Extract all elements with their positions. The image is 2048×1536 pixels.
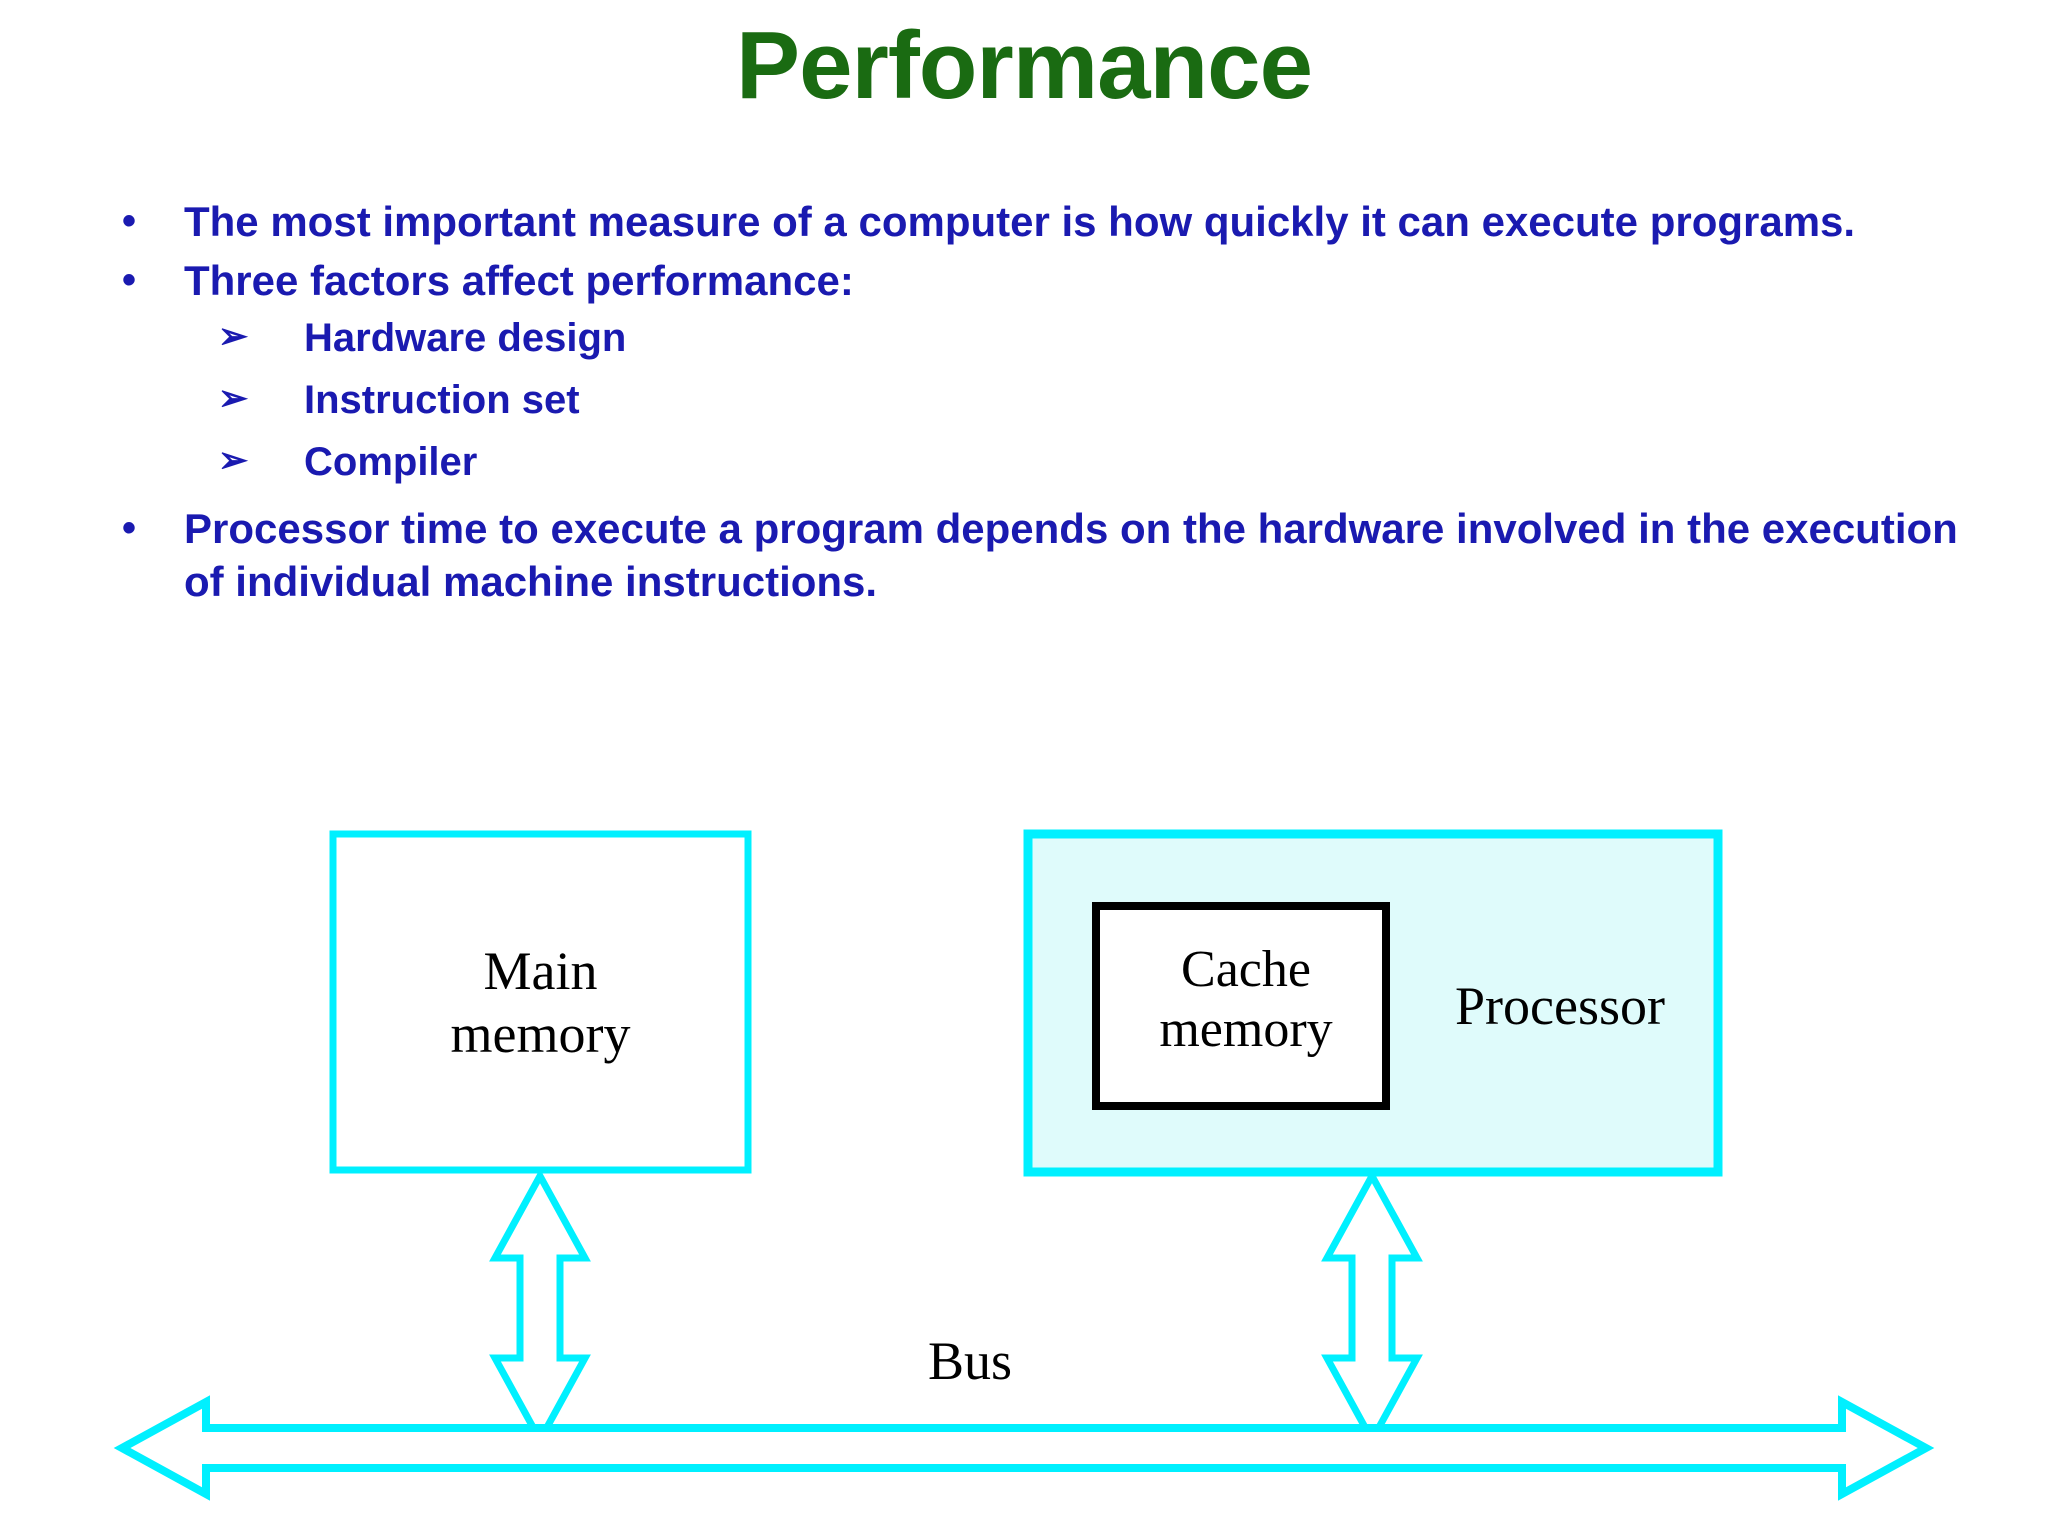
bus-label: Bus [927, 1331, 1013, 1391]
processor-label: Processor [1455, 976, 1665, 1036]
bullet-marker-arrow-icon: ➢ [218, 377, 249, 418]
main-memory-bus-arrow [489, 1168, 591, 1448]
list-item: ➢ Hardware design [108, 313, 1988, 363]
list-item: • Three factors affect performance: [108, 255, 1988, 308]
bullet-marker-dot: • [122, 199, 137, 243]
list-item: ➢ Instruction set [108, 375, 1988, 425]
bullet-marker-arrow-icon: ➢ [218, 439, 249, 480]
processor-bus-arrow [1321, 1168, 1423, 1448]
bus-arrow [113, 1395, 1935, 1501]
bullet-list: • The most important measure of a comput… [108, 196, 1988, 614]
bullet-text: Processor time to execute a program depe… [184, 505, 1958, 605]
list-item: • Processor time to execute a program de… [108, 503, 1988, 608]
bullet-text: Compiler [304, 440, 478, 484]
bullet-marker-dot: • [122, 257, 137, 302]
main-memory-label-line2: memory [450, 1003, 631, 1064]
bullet-marker-arrow-icon: ➢ [218, 315, 249, 356]
bullet-text: Hardware design [304, 316, 627, 360]
cache-memory-label-line2: memory [1159, 1001, 1333, 1059]
main-memory-label: Main memory [333, 940, 748, 1065]
cache-memory-label-line1: Cache [1181, 941, 1311, 998]
bullet-text: Three factors affect performance: [184, 256, 854, 304]
list-item: ➢ Compiler [108, 437, 1988, 487]
cache-memory-label: Cache memory [1096, 940, 1396, 1061]
page-title: Performance [736, 12, 1313, 119]
bullet-text: The most important measure of a computer… [184, 198, 1856, 245]
main-memory-label-line1: Main [483, 941, 598, 1001]
bullet-text: Instruction set [304, 378, 580, 422]
list-item: • The most important measure of a comput… [108, 196, 1988, 249]
bullet-marker-dot: • [122, 506, 137, 550]
